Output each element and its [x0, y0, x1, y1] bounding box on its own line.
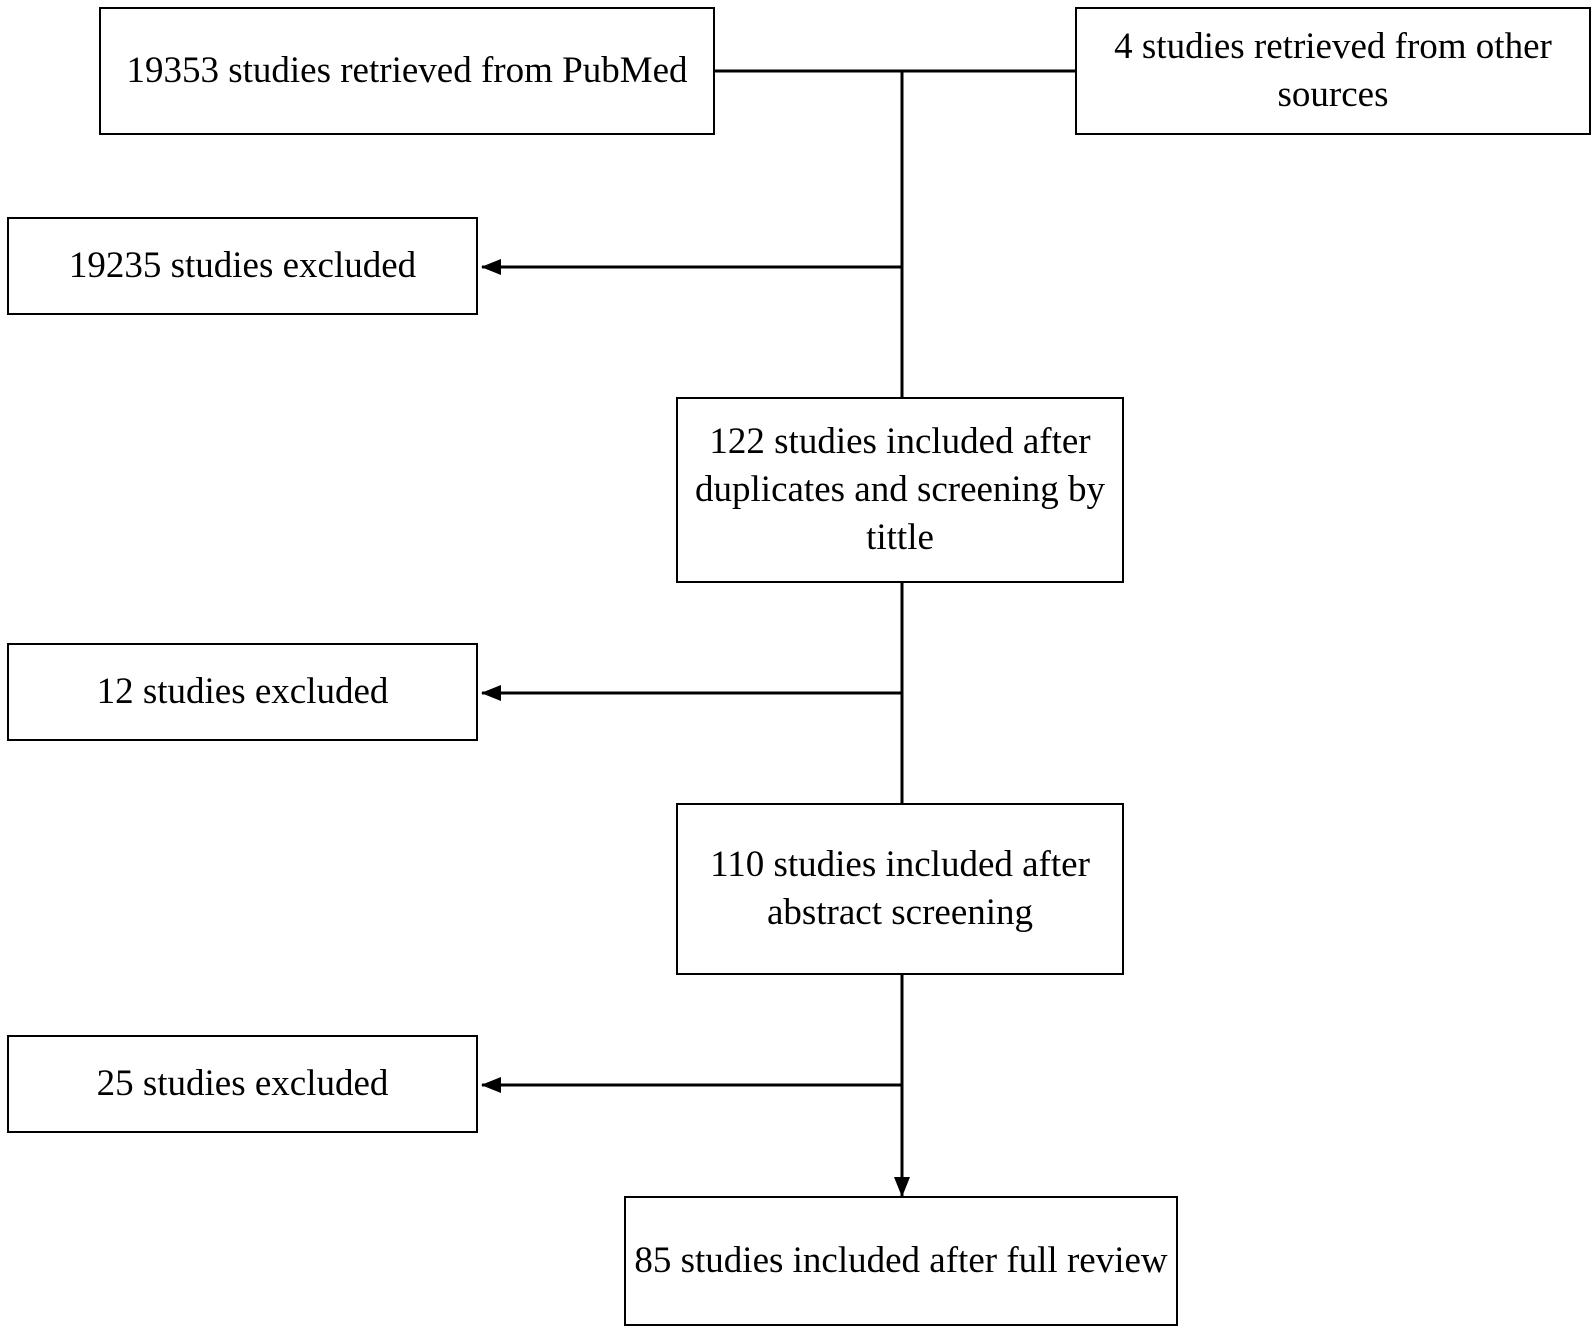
included-final-label: 85 studies included after full review — [634, 1240, 1168, 1281]
excluded-box-2: 12 studies excluded — [7, 643, 478, 741]
other-sources-box: 4 studies retrieved from other sources — [1075, 7, 1591, 135]
excluded-label-2: 12 studies excluded — [96, 671, 389, 712]
excluded-box-3: 25 studies excluded — [7, 1035, 478, 1133]
pubmed-source-box: 19353 studies retrieved from PubMed — [99, 7, 715, 135]
excluded-label-1: 19235 studies excluded — [68, 245, 417, 286]
included-after-title-box: 122 studies included after duplicates an… — [676, 397, 1124, 583]
other-sources-label: 4 studies retrieved from other sources — [1114, 26, 1552, 115]
included-after-abstract-box: 110 studies included after abstract scre… — [676, 803, 1124, 975]
included-after-title-label: 122 studies included after duplicates an… — [695, 421, 1105, 558]
excluded-box-1: 19235 studies excluded — [7, 217, 478, 315]
excluded-label-3: 25 studies excluded — [96, 1063, 389, 1104]
included-after-abstract-label: 110 studies included after abstract scre… — [710, 844, 1090, 933]
pubmed-source-label: 19353 studies retrieved from PubMed — [126, 50, 688, 91]
included-final-box: 85 studies included after full review — [624, 1196, 1178, 1326]
